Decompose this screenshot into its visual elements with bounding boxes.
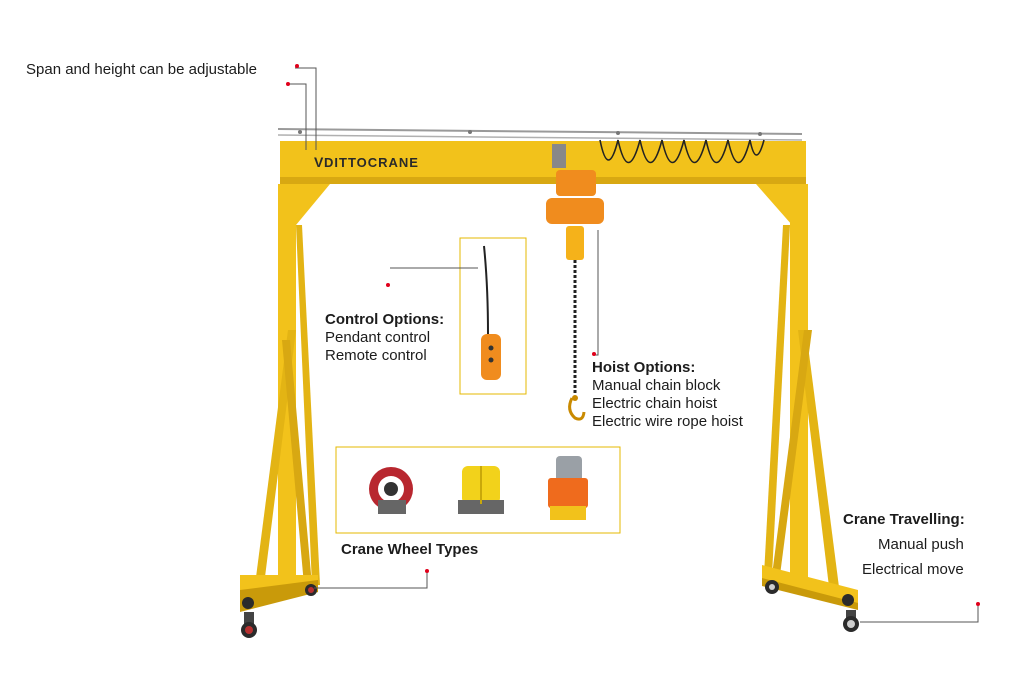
wheel-types-frame	[335, 446, 621, 534]
travelling-title: Crane Travelling:	[843, 511, 965, 528]
height-marker	[286, 82, 290, 86]
hoist-option-electric-chain: Electric chain hoist	[592, 395, 718, 412]
right-wheel	[843, 610, 859, 632]
hoist-marker	[592, 352, 596, 356]
control-marker	[386, 283, 390, 287]
span-marker	[295, 64, 299, 68]
right-frame	[756, 184, 858, 610]
polyurethane-wheel-icon	[369, 467, 413, 514]
brand-name: DITTOCRANE	[324, 155, 419, 170]
wheel-types-title: Crane Wheel Types	[341, 541, 479, 558]
control-options-title: Control Options:	[325, 311, 445, 328]
control-option-pendant: Pendant control	[325, 329, 431, 346]
electric-chain-hoist	[546, 144, 604, 421]
right-rear-wheel	[765, 580, 779, 594]
brand-logo: V DITTOCRANE	[314, 154, 419, 170]
left-frame	[240, 184, 330, 612]
control-option-remote: Remote control	[325, 347, 427, 364]
span-annotation: Span and height can be adjustable	[26, 61, 258, 78]
hoist-option-wire-rope: Electric wire rope hoist	[592, 413, 743, 430]
travel-marker	[976, 602, 980, 606]
leader-lines	[288, 67, 979, 623]
left-rear-wheel	[305, 584, 317, 596]
cable-rail	[277, 128, 803, 141]
travelling-manual: Manual push	[878, 536, 964, 553]
cast-wheel-icon	[458, 466, 504, 514]
motor-wheel-icon	[548, 456, 588, 520]
festoon-cable	[599, 139, 765, 164]
main-beam	[280, 141, 806, 184]
travelling-electrical: Electrical move	[862, 561, 964, 578]
pendant-controller-icon	[481, 245, 501, 380]
hoist-option-manual: Manual chain block	[592, 377, 721, 394]
logo-mark: V	[314, 154, 324, 170]
left-wheel	[241, 612, 257, 638]
wheel-marker	[425, 569, 429, 573]
control-options-frame	[459, 237, 527, 395]
hoist-options-title: Hoist Options:	[592, 359, 696, 376]
